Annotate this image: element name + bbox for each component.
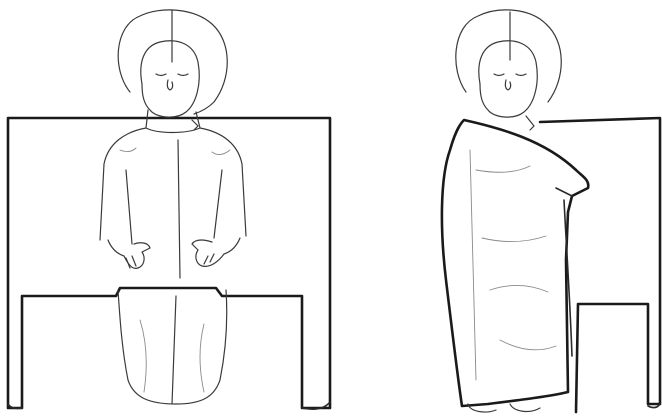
baby-body bbox=[100, 128, 146, 240]
blanket-outline bbox=[8, 118, 330, 408]
baby-face bbox=[141, 41, 199, 117]
baby-wrapped-side-icon bbox=[442, 10, 660, 412]
baby-on-open-blanket-icon bbox=[8, 10, 330, 409]
baby-face-right bbox=[479, 41, 537, 117]
baby-right-hand bbox=[192, 238, 240, 266]
baby-hood-right bbox=[456, 10, 561, 102]
wrapped-blanket bbox=[442, 120, 588, 406]
baby-hood bbox=[118, 10, 227, 114]
